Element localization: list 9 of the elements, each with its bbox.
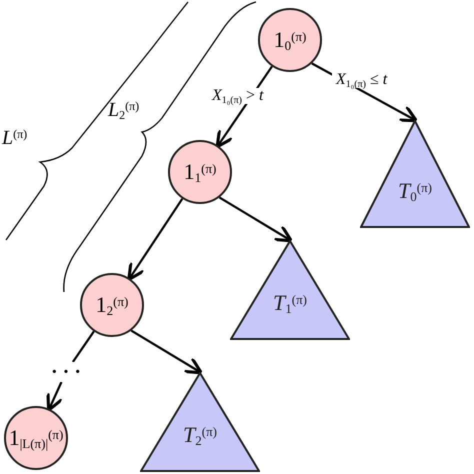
subtree-triangle xyxy=(360,120,470,228)
ellipsis: · · · xyxy=(50,362,81,382)
arrow xyxy=(130,330,203,374)
arrow xyxy=(127,198,184,282)
subtree-triangle xyxy=(230,240,350,340)
arrow xyxy=(46,382,64,412)
subtree-triangle xyxy=(140,372,260,472)
brace-label: L$^{(π)}$ xyxy=(2,128,28,148)
arrow xyxy=(218,196,293,242)
